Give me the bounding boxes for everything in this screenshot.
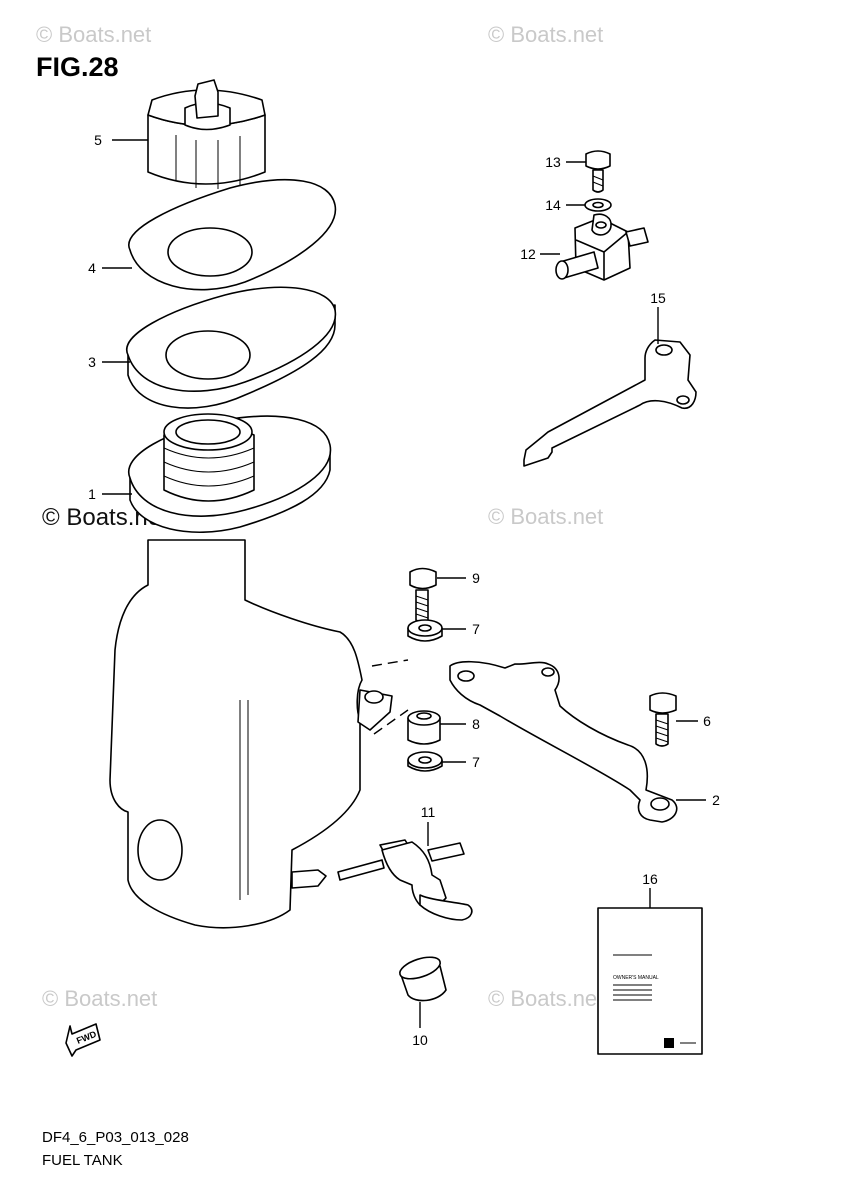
owners-manual-part[interactable] bbox=[597, 907, 703, 1055]
figure-title: FIG.28 bbox=[36, 52, 119, 82]
callout-9: 9 bbox=[472, 570, 480, 586]
bolt-part[interactable] bbox=[649, 692, 677, 747]
callout-7: 7 bbox=[472, 621, 480, 637]
manual-label: OWNER'S MANUAL bbox=[613, 975, 659, 981]
watermark: © Boats.net bbox=[488, 22, 604, 47]
callout-7: 7 bbox=[472, 754, 480, 770]
washer-part[interactable] bbox=[407, 619, 443, 642]
diagram-caption: FUEL TANK bbox=[42, 1152, 123, 1169]
callout-16: 16 bbox=[642, 871, 658, 887]
callout-5: 5 bbox=[94, 132, 102, 148]
bracket-part[interactable] bbox=[449, 660, 678, 823]
screw-part[interactable] bbox=[585, 150, 611, 193]
grommet-part[interactable] bbox=[407, 710, 441, 745]
callout-1: 1 bbox=[88, 486, 96, 502]
bolt-part[interactable] bbox=[409, 567, 437, 623]
watermark: © Boats.net bbox=[42, 986, 158, 1011]
watermark: © Boats.net bbox=[488, 504, 604, 529]
callout-2: 2 bbox=[712, 792, 720, 808]
callout-11: 11 bbox=[421, 804, 436, 820]
callout-4: 4 bbox=[88, 260, 96, 276]
fuel-cap-part[interactable] bbox=[147, 79, 266, 189]
washer-part[interactable] bbox=[584, 198, 612, 212]
callout-13: 13 bbox=[545, 154, 561, 170]
callout-12: 12 bbox=[520, 246, 536, 262]
fwd-arrow-icon bbox=[65, 1023, 101, 1057]
watermark: © Boats.net bbox=[36, 22, 152, 47]
callout-15: 15 bbox=[650, 290, 666, 306]
packing-part[interactable] bbox=[125, 286, 337, 409]
fuel-cock-part[interactable] bbox=[337, 839, 473, 921]
fuel-filter-part[interactable] bbox=[397, 953, 447, 1002]
callout-3: 3 bbox=[88, 354, 96, 370]
connector-part[interactable] bbox=[555, 213, 649, 281]
callout-6: 6 bbox=[703, 713, 711, 729]
diagram-code: DF4_6_P03_013_028 bbox=[42, 1129, 189, 1146]
washer-part[interactable] bbox=[407, 751, 443, 772]
fuel-tank-part[interactable] bbox=[109, 413, 393, 929]
watermark: © Boats.net bbox=[488, 986, 604, 1011]
gauge-part[interactable] bbox=[523, 339, 697, 467]
callout-8: 8 bbox=[472, 716, 480, 732]
callout-14: 14 bbox=[545, 197, 561, 213]
callout-10: 10 bbox=[412, 1032, 428, 1048]
gasket-part[interactable] bbox=[128, 178, 337, 291]
